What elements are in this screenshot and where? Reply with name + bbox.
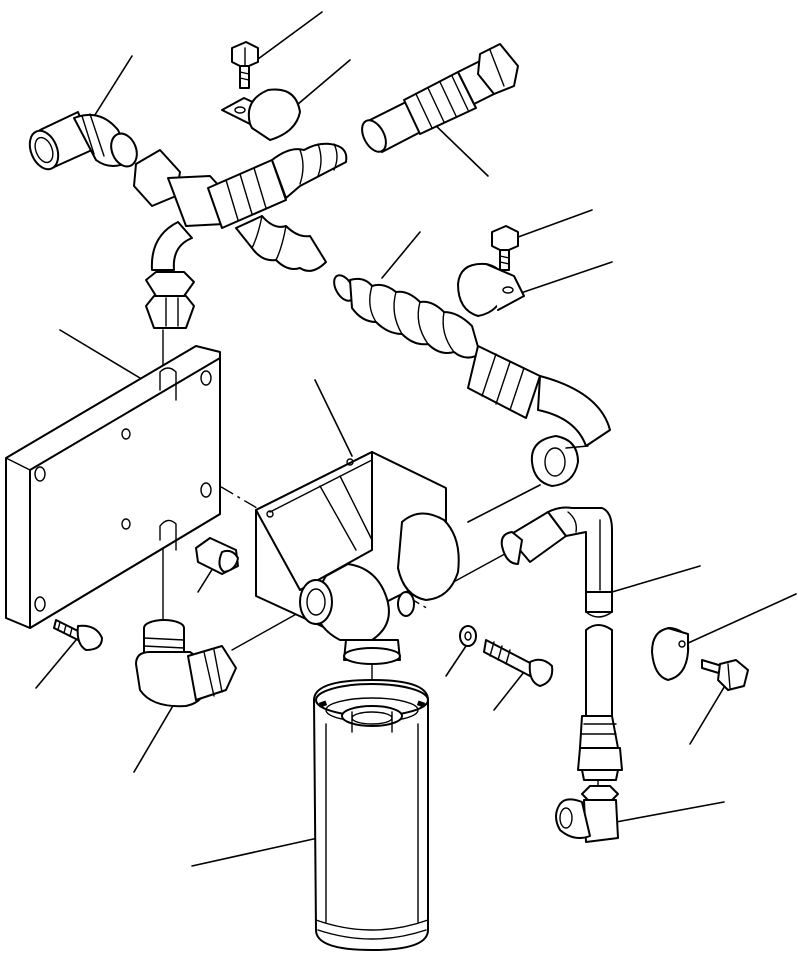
leader-lines [35,11,797,867]
leader-filter-cartridge [191,837,319,867]
bolt-upper [231,41,259,89]
filter-cartridge [313,679,429,951]
mounting-plate [5,345,221,629]
hose-vertical [500,506,623,781]
washer [459,625,477,647]
leader-hose-upper [429,119,489,177]
leader-bolt-head [493,671,525,711]
leader-hose-vertical [611,565,701,593]
hose-long [235,215,611,487]
axis-hose-to-head [447,549,513,586]
clamp-right [651,627,690,681]
leader-clamp-upper [290,59,351,111]
leader-clamp-mid-right [511,261,613,297]
hose-upper [361,43,519,153]
leader-elbow-lower [133,703,175,773]
elbow-fitting-lower-right [555,785,619,843]
bolt-right [701,659,749,691]
leader-bolt-mid-right [509,209,593,241]
axis-elbow-to-head [231,611,301,651]
bolt-plate-a [195,537,239,575]
leader-hose-long [381,231,421,279]
leader-bolt-upper [253,11,323,63]
bolt-plate-b [53,619,103,651]
leader-mounting-plate [59,329,141,379]
leader-bolt-right [689,683,727,745]
leader-elbow-lower-right [615,801,725,823]
clamp-mid-right [457,262,525,317]
bolt-mid-right [491,225,519,271]
leader-washer [445,645,467,677]
clamp-upper [221,88,301,141]
leader-fitting-head-right [467,484,541,523]
elbow-fitting-upper-left [28,111,138,171]
leader-bolt-plate-b [35,639,77,689]
bolt-head [483,639,554,687]
leader-clamp-right [685,593,797,645]
filter-head-bracket [255,451,460,665]
hose-tee-center [133,142,348,329]
leader-filter-head [314,379,353,457]
elbow-fitting-lower [135,619,237,708]
leader-elbow-upper-left [92,55,133,119]
